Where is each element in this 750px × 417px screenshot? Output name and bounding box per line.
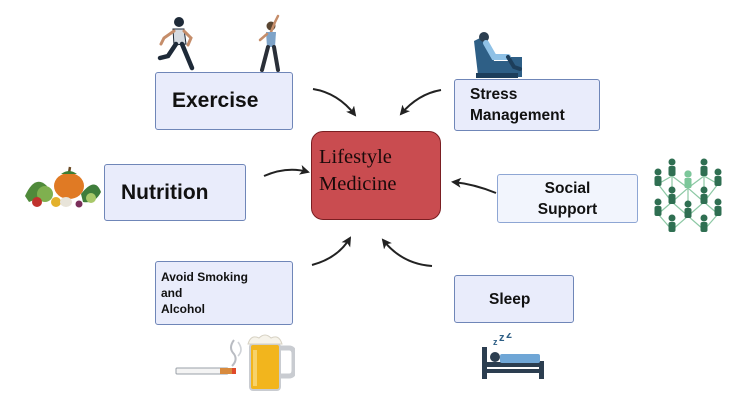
sleep-box: Sleep [454, 275, 574, 323]
center-title-line1: Lifestyle [319, 146, 392, 168]
svg-text:z: z [506, 333, 512, 341]
vegetables-icon [25, 166, 101, 208]
center-title-line2: Medicine [319, 173, 397, 195]
beer-mug-icon [247, 334, 295, 391]
arrow-nutrition [263, 164, 310, 177]
nutrition-box: Nutrition [104, 164, 246, 221]
bed-sleeping-icon: z z z [482, 333, 544, 379]
stress-label: Stress Management [470, 86, 565, 124]
stress-management-box: Stress Management [454, 79, 600, 131]
exercise-box: Exercise [155, 72, 293, 130]
social-label: Social Support [537, 179, 598, 218]
running-person-icon [157, 17, 195, 71]
smoking-alcohol-box: Avoid Smoking and Alcohol [155, 261, 293, 325]
exercise-label: Exercise [172, 89, 259, 112]
sleep-label: Sleep [489, 290, 531, 308]
stretching-person-icon [258, 14, 280, 72]
nutrition-label: Nutrition [121, 180, 209, 204]
arrow-stress [399, 89, 442, 116]
lifestyle-medicine-node: Lifestyle Medicine [311, 131, 441, 220]
svg-text:z: z [499, 333, 505, 344]
arrow-sleep [381, 238, 433, 267]
smoking-alcohol-label: Avoid Smoking and Alcohol [161, 270, 248, 316]
social-support-box: Social Support [497, 174, 638, 223]
cigarette-icon [175, 339, 242, 375]
armchair-person-icon [474, 32, 522, 78]
people-network-icon [654, 158, 722, 232]
arrow-exercise [312, 88, 357, 117]
svg-text:z: z [493, 337, 498, 347]
arrow-smoking [311, 236, 352, 266]
arrow-social [451, 177, 497, 194]
